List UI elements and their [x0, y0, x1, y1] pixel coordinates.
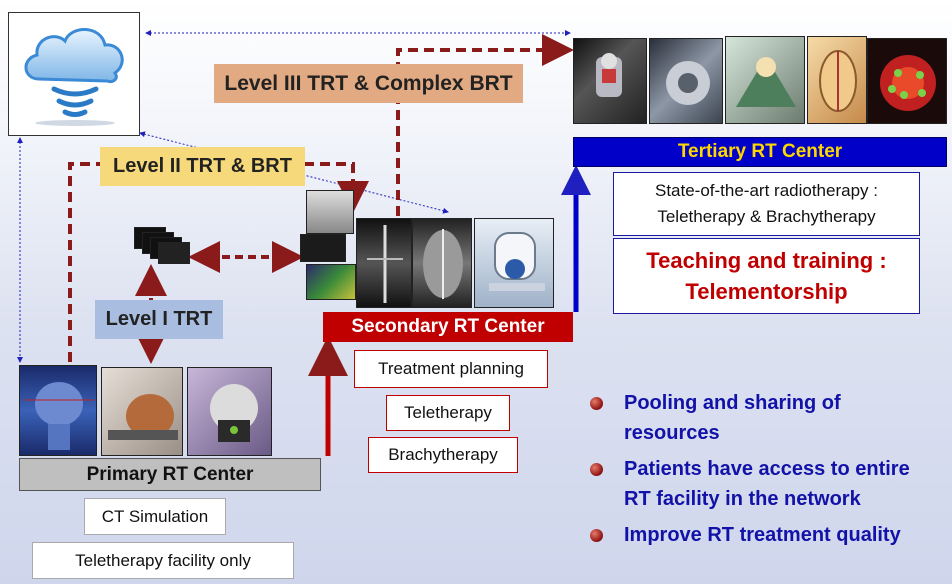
- primary-service-2: Teletherapy facility only: [32, 542, 294, 579]
- tertiary-image-1: [573, 38, 647, 124]
- tertiary-image-2: [649, 38, 723, 124]
- benefit-text: Improve RT treatment quality: [624, 524, 901, 546]
- primary-image-linac: [187, 367, 272, 456]
- level-i-label: Level I TRT: [95, 300, 223, 339]
- benefit-item: Improve RT treatment quality: [590, 520, 940, 550]
- tertiary-image-3: [725, 36, 805, 124]
- cloud-panel: [8, 12, 140, 136]
- tertiary-description: State-of-the-art radiotherapy : Telether…: [613, 172, 920, 236]
- benefits-list: Pooling and sharing of resources Patient…: [590, 388, 940, 556]
- bullet-dot-icon: [590, 397, 603, 410]
- primary-image-ct: [19, 365, 97, 456]
- benefit-text: Patients have access to entire RT facili…: [624, 458, 910, 510]
- benefit-item: Pooling and sharing of resources: [590, 388, 940, 448]
- level-iii-label: Level III TRT & Complex BRT: [214, 64, 523, 103]
- tertiary-image-4: [807, 36, 867, 124]
- benefit-item: Patients have access to entire RT facili…: [590, 454, 940, 514]
- secondary-image-xray-2: [412, 218, 472, 308]
- primary-center-title: Primary RT Center: [19, 458, 321, 491]
- cloud-icon: [24, 28, 124, 126]
- secondary-image-machine: [474, 218, 554, 308]
- tertiary-image-5: [867, 38, 947, 124]
- tertiary-teaching: Teaching and training : Telementorship: [613, 238, 920, 314]
- benefit-text: Pooling and sharing of resources: [624, 392, 841, 444]
- secondary-service-2: Teletherapy: [386, 395, 510, 431]
- level-ii-label: Level II TRT & BRT: [100, 147, 305, 186]
- primary-image-patient: [101, 367, 183, 456]
- primary-imaging-stack: [134, 227, 194, 267]
- primary-service-1: CT Simulation: [84, 498, 226, 535]
- bullet-dot-icon: [590, 529, 603, 542]
- secondary-service-3: Brachytherapy: [368, 437, 518, 473]
- secondary-service-1: Treatment planning: [354, 350, 548, 388]
- secondary-planning-images: [300, 190, 356, 302]
- secondary-image-xray-1: [356, 218, 412, 308]
- bullet-dot-icon: [590, 463, 603, 476]
- secondary-center-title: Secondary RT Center: [323, 312, 573, 342]
- tertiary-center-title: Tertiary RT Center: [573, 137, 947, 167]
